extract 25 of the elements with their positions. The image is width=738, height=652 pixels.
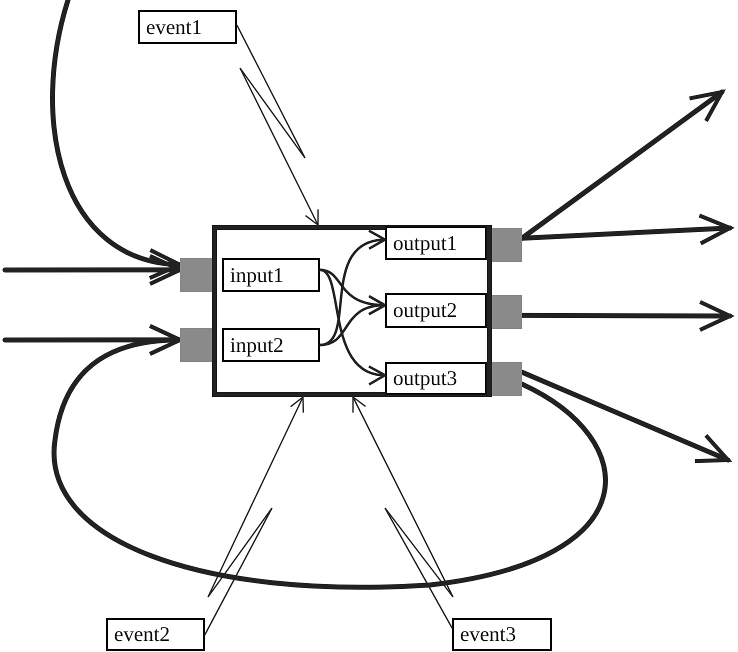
- port-block: [180, 258, 212, 292]
- arrow: [318, 296, 386, 346]
- arrow: [52, 324, 608, 590]
- arrow: [50, 0, 182, 277]
- component-box: [212, 225, 492, 397]
- port-block: [492, 295, 522, 329]
- port-label-box: output3: [385, 362, 487, 395]
- arrow: [318, 268, 386, 384]
- event-arrow: [236, 24, 319, 226]
- port-label-box: output2: [385, 293, 487, 328]
- port-block: [180, 328, 212, 362]
- arrow: [2, 254, 182, 286]
- event-box: event2: [106, 618, 205, 651]
- event-box: event3: [452, 618, 552, 651]
- port-label-box: input1: [222, 258, 320, 292]
- event-arrow: [352, 396, 454, 629]
- port-label-box: input2: [222, 328, 320, 362]
- arrow: [520, 370, 730, 464]
- port-block: [492, 228, 522, 262]
- event-arrow: [204, 396, 304, 636]
- arrow: [520, 213, 732, 246]
- port-block: [492, 362, 522, 396]
- arrow: [520, 300, 732, 332]
- event-box: event1: [138, 10, 237, 44]
- port-label-box: output1: [385, 226, 487, 260]
